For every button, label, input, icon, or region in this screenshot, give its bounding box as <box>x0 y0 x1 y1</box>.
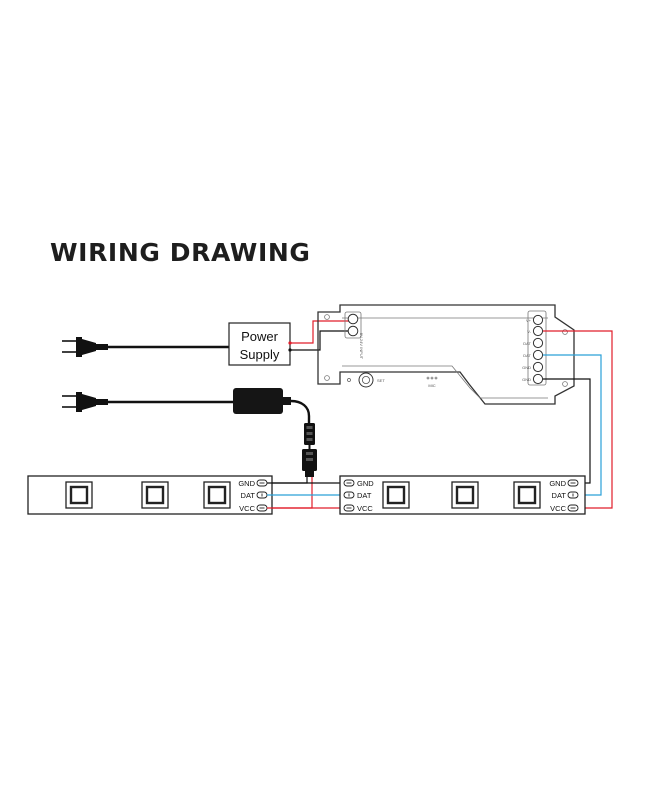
adapter-vcc-wire <box>270 477 313 509</box>
input-terminal-positive <box>347 313 359 325</box>
mic-label: MIC <box>428 383 435 388</box>
strip2-out-pin-dat: DAT <box>552 491 567 500</box>
led-chip <box>203 481 231 509</box>
adapter-output-cable <box>290 399 311 423</box>
strip2-out-pin-vcc: VCC <box>550 504 566 513</box>
strip1-pin-vcc: VCC <box>239 504 255 513</box>
mic-icon <box>426 376 438 380</box>
strip1-pin-dat: DAT <box>241 491 256 500</box>
adapter-gnd-wire <box>270 477 308 484</box>
input-label: 5V-24V INPUT <box>359 333 364 360</box>
led-chip <box>65 481 93 509</box>
controller-dat-wire <box>543 354 602 496</box>
strip2-right-pads <box>567 479 579 512</box>
strip2-in-pin-dat: DAT <box>357 491 372 500</box>
led-chip <box>141 481 169 509</box>
strip2-out-pin-gnd: GND <box>549 479 566 488</box>
controller-vplus-wire <box>543 330 613 509</box>
dc-barrel-connector <box>302 423 317 477</box>
led-chip <box>513 481 541 509</box>
led-indicator <box>347 378 351 382</box>
strip2-left-pads <box>343 479 355 512</box>
output-pin-2: V- <box>527 329 531 334</box>
input-terminal-negative <box>347 325 359 337</box>
output-pin-3: DAT <box>523 341 531 346</box>
ps-positive-wire <box>290 320 349 344</box>
output-pin-6: GND <box>522 377 531 382</box>
controller: 5V-24V INPUT SET MIC V+ V- DAT DAT GND G <box>317 304 575 405</box>
wall-plug-1 <box>62 337 108 357</box>
led-chip <box>382 481 410 509</box>
led-chip <box>451 481 479 509</box>
output-pin-1: V+ <box>526 318 532 323</box>
strip2-in-pin-gnd: GND <box>357 479 374 488</box>
power-adapter <box>233 388 291 414</box>
strip1-pin-gnd: GND <box>238 479 255 488</box>
output-pin-4: DAT <box>523 353 531 358</box>
output-terminals <box>532 314 544 385</box>
ps-negative-wire <box>290 330 349 351</box>
strip1-pads <box>256 479 268 512</box>
page-title: WIRING DRAWING <box>50 238 311 267</box>
led-strip-1: GND DAT VCC <box>27 475 273 515</box>
output-pin-5: GND <box>522 365 531 370</box>
set-label: SET <box>377 378 385 383</box>
controller-gnd-wire <box>543 378 591 484</box>
power-supply-label-1: Power <box>241 329 279 344</box>
power-supply: Power Supply <box>228 322 291 366</box>
power-supply-label-2: Supply <box>240 347 280 362</box>
led-strip-2: GND DAT VCC GND DAT VCC <box>339 475 586 515</box>
wall-plug-2 <box>62 392 108 412</box>
strip2-in-pin-vcc: VCC <box>357 504 373 513</box>
